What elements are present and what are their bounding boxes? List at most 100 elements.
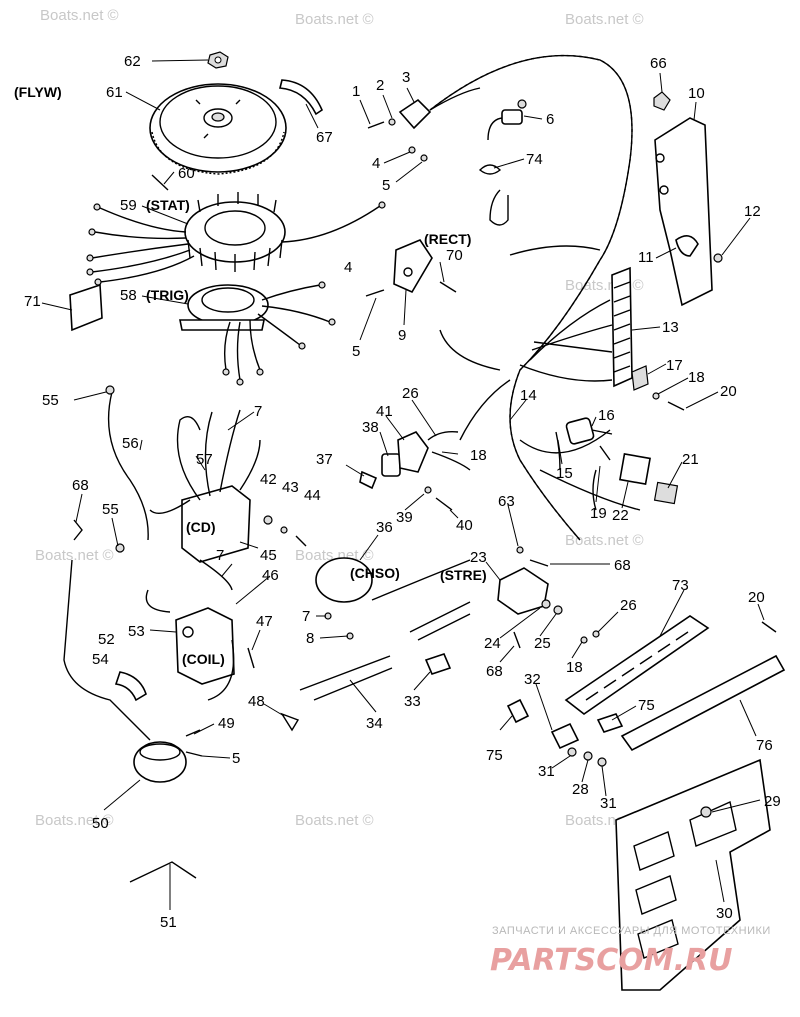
clip-part-74 bbox=[478, 164, 502, 175]
plate-part-76 bbox=[620, 654, 786, 752]
callout-73: 73 bbox=[672, 577, 689, 594]
callout-68b: 68 bbox=[614, 557, 631, 574]
callout-7c: 7 bbox=[216, 547, 224, 564]
callout-18a: 18 bbox=[688, 369, 705, 386]
callout-3: 3 bbox=[402, 69, 410, 86]
callout-41: 41 bbox=[376, 403, 393, 420]
callout-76: 76 bbox=[756, 737, 773, 754]
callout-4b: 4 bbox=[344, 259, 352, 276]
label-starter-relay: (STRE) bbox=[440, 567, 487, 583]
screw-part-60 bbox=[151, 174, 169, 191]
callout-31b: 31 bbox=[600, 795, 617, 812]
choke-wire bbox=[371, 559, 471, 601]
cap-part-55b bbox=[115, 543, 125, 553]
wire-part-26 bbox=[427, 430, 471, 471]
callout-48: 48 bbox=[248, 693, 265, 710]
washer-part-31b bbox=[597, 757, 607, 767]
label-cd: (CD) bbox=[186, 519, 216, 535]
bracket-part-10 bbox=[654, 117, 713, 307]
callout-32: 32 bbox=[524, 671, 541, 688]
washer-part-43 bbox=[280, 526, 288, 534]
callout-31a: 31 bbox=[538, 763, 555, 780]
callout-21: 21 bbox=[682, 451, 699, 468]
callout-63: 63 bbox=[498, 493, 515, 510]
washer-part-28 bbox=[583, 751, 593, 761]
callout-38: 38 bbox=[362, 419, 379, 436]
screw-part-20b bbox=[761, 621, 777, 633]
trigger-part bbox=[179, 284, 269, 331]
callout-66: 66 bbox=[650, 55, 667, 72]
wire-part-19 bbox=[592, 469, 597, 511]
callout-25: 25 bbox=[534, 635, 551, 652]
callout-59: 59 bbox=[120, 197, 137, 214]
callout-numbers: 62 61 67 1 2 3 4 5 6 74 66 10 12 11 13 1… bbox=[24, 53, 781, 931]
callout-75a: 75 bbox=[638, 697, 655, 714]
sensor-part-6 bbox=[487, 99, 527, 226]
fuse-part-75b bbox=[506, 698, 530, 724]
solenoid-part-50 bbox=[133, 741, 187, 783]
key-part-67 bbox=[278, 79, 323, 116]
boot-part-54 bbox=[114, 671, 147, 702]
boot-part-68a bbox=[73, 519, 83, 541]
callout-18b: 18 bbox=[470, 447, 487, 464]
pad-part-71 bbox=[69, 283, 103, 332]
callout-24: 24 bbox=[484, 635, 501, 652]
callout-36: 36 bbox=[376, 519, 393, 536]
screw-part-1 bbox=[367, 121, 385, 129]
callout-42: 42 bbox=[260, 471, 277, 488]
callout-2: 2 bbox=[376, 77, 384, 94]
harness-branches bbox=[439, 245, 641, 511]
cd-module-45 bbox=[181, 485, 251, 563]
callout-10: 10 bbox=[688, 85, 705, 102]
cap-part-55a bbox=[105, 385, 115, 395]
wire-part-35 bbox=[409, 601, 471, 641]
main-harness bbox=[429, 54, 633, 541]
watermark-1: Boats.net © bbox=[40, 7, 119, 24]
callout-74: 74 bbox=[526, 151, 543, 168]
bracket-part-75a bbox=[596, 713, 624, 733]
nut-part-63 bbox=[516, 546, 524, 554]
plate-part-22 bbox=[619, 453, 651, 485]
component-labels: (FLYW) (STAT) (TRIG) (RECT) (CD) (COIL) … bbox=[14, 84, 487, 667]
plate-part-30 bbox=[615, 758, 771, 991]
callout-20b: 20 bbox=[748, 589, 765, 606]
callout-5b: 5 bbox=[352, 343, 360, 360]
nut-part-62 bbox=[207, 51, 229, 69]
callout-75b: 75 bbox=[486, 747, 503, 764]
callout-11: 11 bbox=[638, 249, 654, 266]
watermark-6: Boats.net © bbox=[565, 277, 644, 294]
callout-18c: 18 bbox=[566, 659, 583, 676]
label-coil: (COIL) bbox=[182, 651, 225, 667]
callout-12: 12 bbox=[744, 203, 761, 220]
callout-1: 1 bbox=[352, 83, 360, 100]
stator-wires bbox=[91, 205, 381, 283]
callout-68c: 68 bbox=[486, 663, 503, 680]
callout-7a: 7 bbox=[254, 403, 262, 420]
watermark-9: Boats.net © bbox=[295, 812, 374, 829]
label-trigger: (TRIG) bbox=[146, 287, 189, 303]
callout-33: 33 bbox=[404, 693, 421, 710]
callout-49: 49 bbox=[218, 715, 235, 732]
callout-55b: 55 bbox=[102, 501, 119, 518]
rectifier-part-9 bbox=[393, 239, 433, 294]
washer-part-2 bbox=[388, 118, 396, 126]
washer-part-31a bbox=[567, 747, 577, 757]
plug-part-32 bbox=[550, 722, 580, 750]
wire-part-15 bbox=[555, 431, 561, 471]
callout-45: 45 bbox=[260, 547, 277, 564]
callout-46: 46 bbox=[262, 567, 279, 584]
callout-26a: 26 bbox=[402, 385, 419, 402]
washer-part-39 bbox=[424, 486, 432, 494]
cd-wires bbox=[149, 409, 261, 591]
watermarks: Boats.net © Boats.net © Boats.net © Boat… bbox=[35, 7, 644, 829]
label-stator: (STAT) bbox=[146, 197, 190, 213]
callout-5c: 5 bbox=[232, 750, 240, 767]
callout-29: 29 bbox=[764, 793, 781, 810]
callout-34: 34 bbox=[366, 715, 383, 732]
callout-56: 56 bbox=[122, 435, 139, 452]
callout-17: 17 bbox=[666, 357, 683, 374]
callout-67: 67 bbox=[316, 129, 333, 146]
screw-part-40 bbox=[435, 497, 453, 511]
leader-lines bbox=[41, 59, 765, 910]
